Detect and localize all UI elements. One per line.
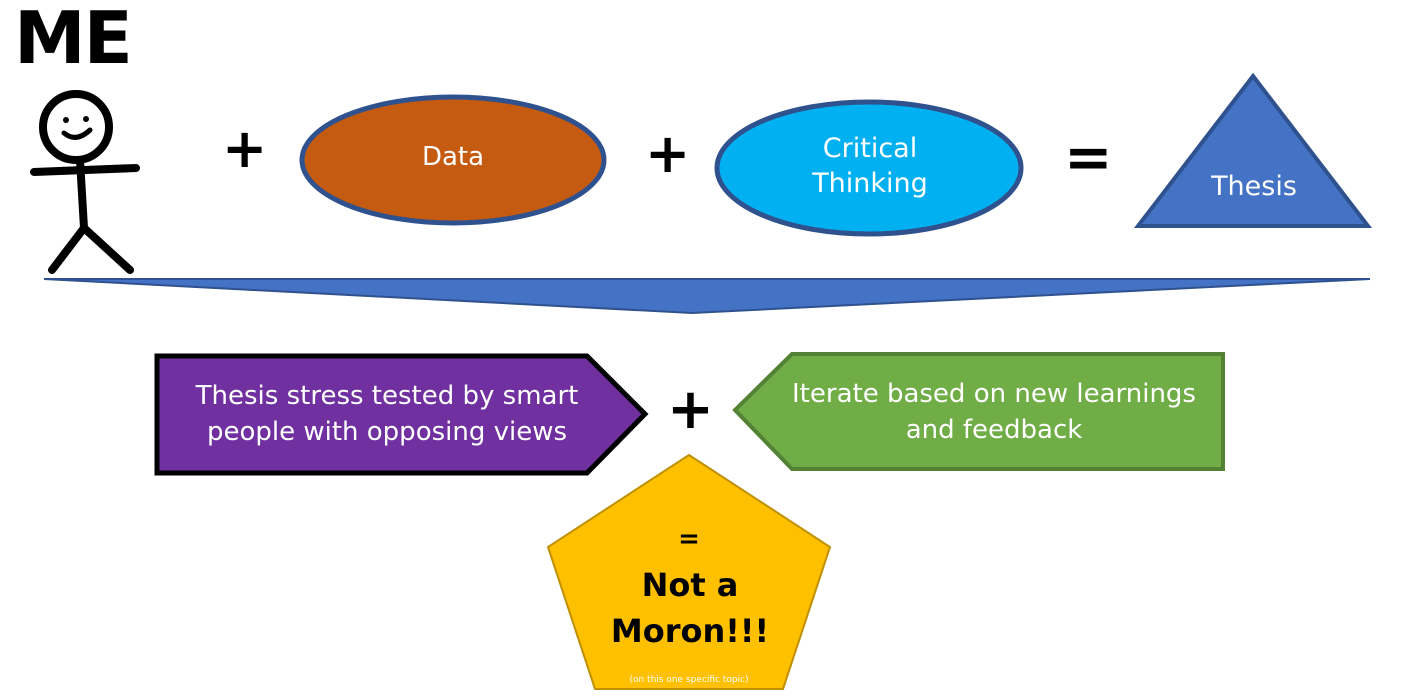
critical-thinking-label: Critical Thinking bbox=[812, 133, 928, 199]
flow-down-arrow bbox=[43, 278, 1371, 315]
critical-thinking-ellipse bbox=[714, 99, 1024, 237]
thesis-label: Thesis bbox=[1211, 170, 1297, 202]
result-main-label: Not a Moron!!! bbox=[610, 566, 770, 650]
me-title: ME bbox=[14, 0, 133, 80]
stress-test-label: Thesis stress tested by smart people wit… bbox=[195, 381, 579, 447]
data-ellipse bbox=[299, 94, 607, 226]
thesis-triangle bbox=[1133, 72, 1373, 228]
result-note: (on this one specific topic) bbox=[629, 675, 749, 685]
stick-figure-icon bbox=[30, 90, 140, 274]
data-label: Data bbox=[421, 142, 485, 172]
plus-operator-3: + bbox=[667, 377, 714, 442]
stress-test-arrow bbox=[154, 353, 649, 476]
plus-operator-1: + bbox=[222, 117, 268, 180]
plus-operator-2: + bbox=[645, 122, 691, 185]
iterate-label: Iterate based on new learnings and feedb… bbox=[792, 379, 1196, 445]
iterate-arrow bbox=[732, 352, 1225, 471]
result-pentagon bbox=[546, 453, 832, 690]
equals-operator: = bbox=[1064, 123, 1113, 191]
result-equals: = bbox=[678, 524, 700, 554]
